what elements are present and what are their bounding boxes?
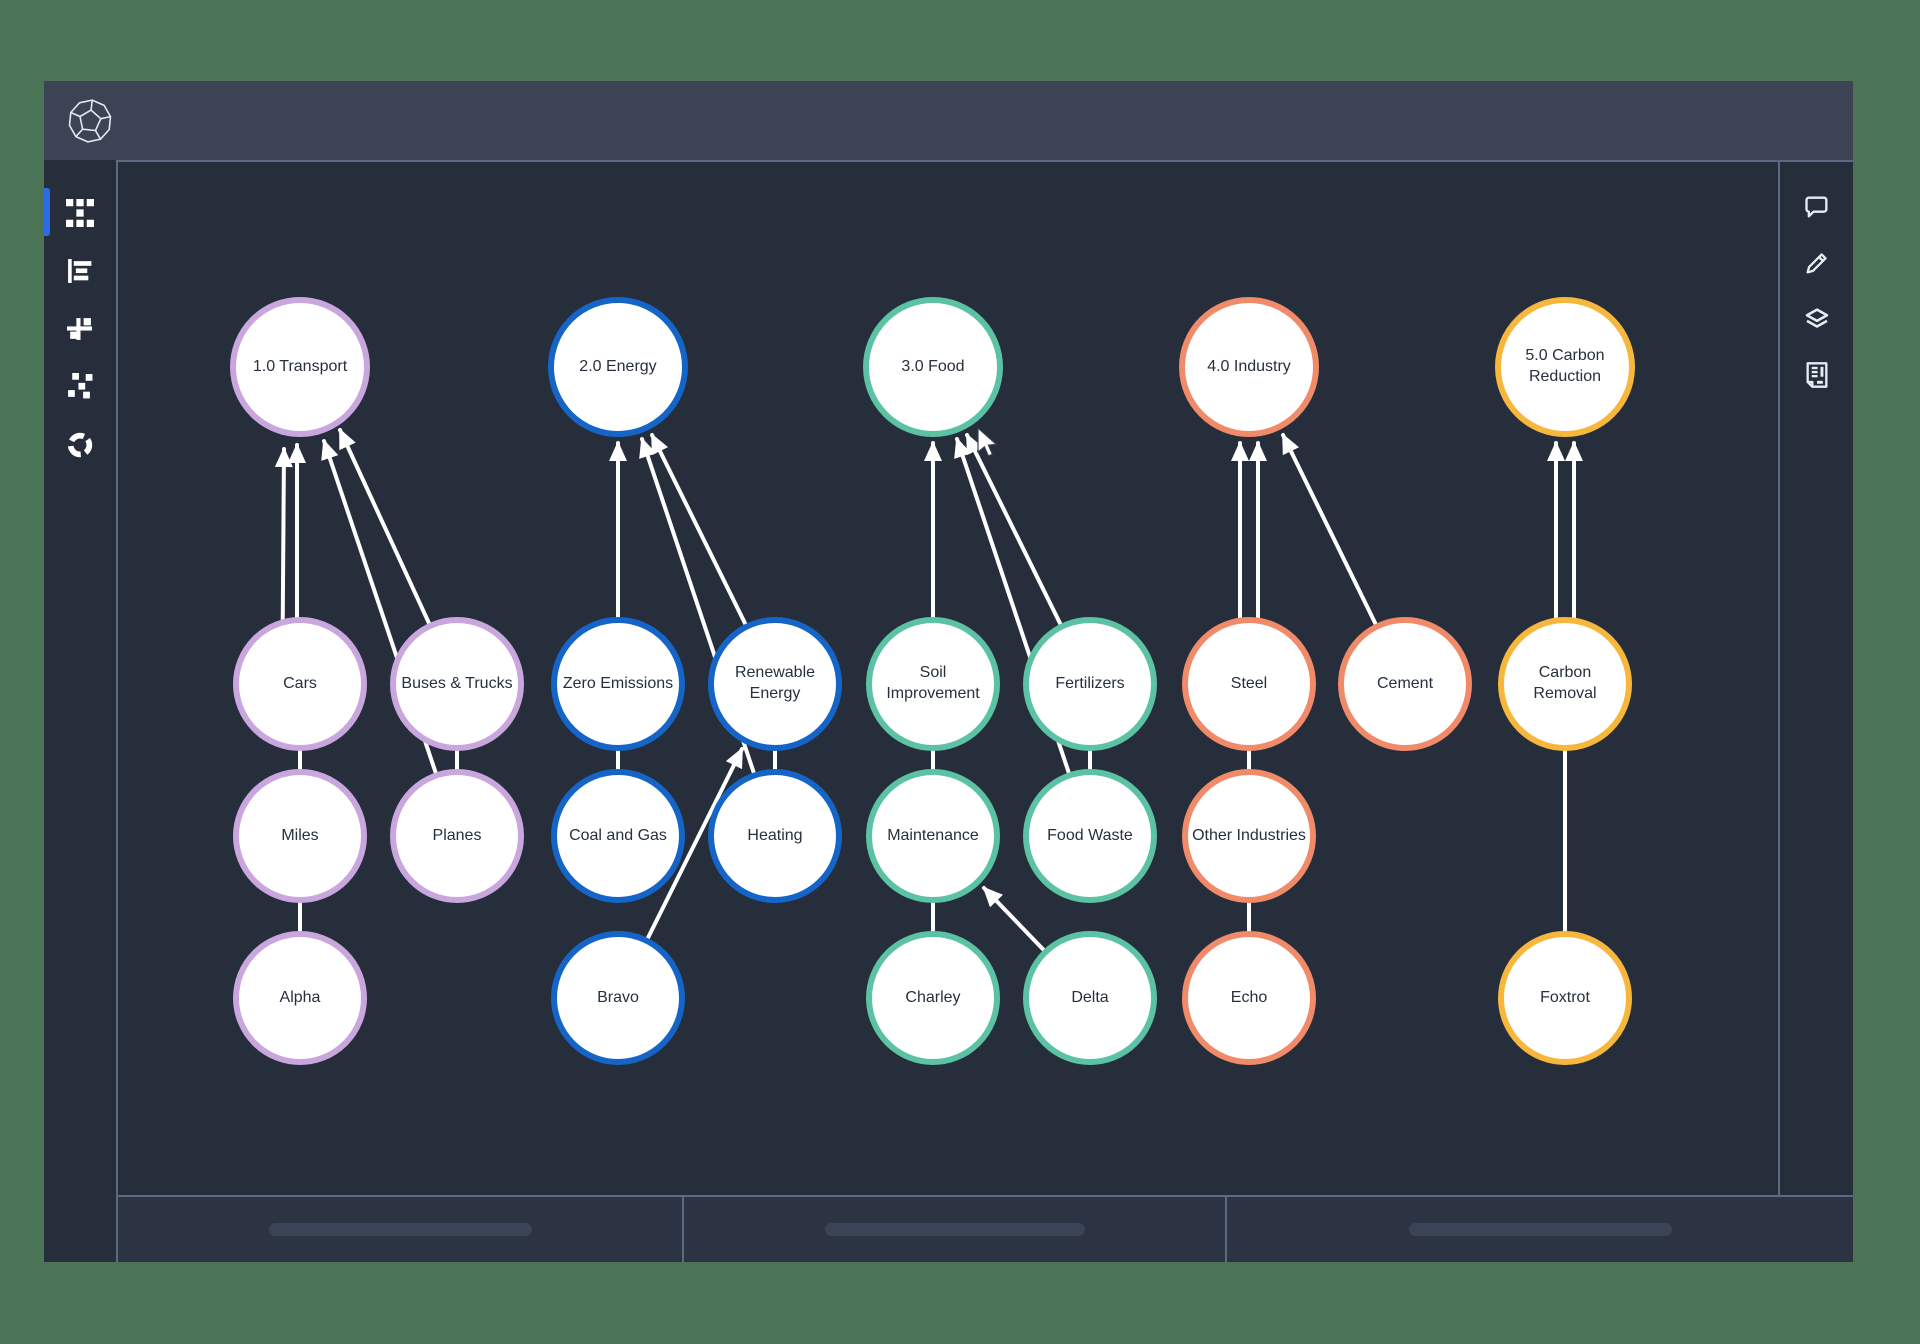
right-toolbar bbox=[1778, 160, 1853, 1197]
node-carbon-reduction[interactable]: 5.0 Carbon Reduction bbox=[1495, 297, 1635, 437]
node-soil-improvement[interactable]: Soil Improvement bbox=[866, 617, 1000, 751]
node-carbon-removal[interactable]: Carbon Removal bbox=[1498, 617, 1632, 751]
footer-panel-1[interactable] bbox=[118, 1197, 682, 1262]
node-food-waste[interactable]: Food Waste bbox=[1023, 769, 1157, 903]
layers-tool[interactable] bbox=[1800, 302, 1834, 336]
edit-tool[interactable] bbox=[1800, 246, 1834, 280]
left-toolbar bbox=[44, 160, 118, 1262]
node-maintenance[interactable]: Maintenance bbox=[866, 769, 1000, 903]
node-cars[interactable]: Cars bbox=[233, 617, 367, 751]
comment-tool[interactable] bbox=[1800, 190, 1834, 224]
node-steel[interactable]: Steel bbox=[1182, 617, 1316, 751]
node-fertilizers[interactable]: Fertilizers bbox=[1023, 617, 1157, 751]
node-transport[interactable]: 1.0 Transport bbox=[230, 297, 370, 437]
footer-panel-2[interactable] bbox=[682, 1197, 1225, 1262]
node-delta[interactable]: Delta bbox=[1023, 931, 1157, 1065]
pencil-icon bbox=[1806, 253, 1827, 274]
crosshair-plus-icon bbox=[67, 318, 92, 340]
app-window: 1.0 Transport 2.0 Energy 3.0 Food 4.0 In… bbox=[44, 81, 1853, 1262]
top-bar bbox=[44, 81, 1853, 160]
node-buses-trucks[interactable]: Buses & Trucks bbox=[390, 617, 524, 751]
report-icon bbox=[1806, 362, 1827, 388]
node-food[interactable]: 3.0 Food bbox=[863, 297, 1003, 437]
footer-strip bbox=[118, 1195, 1853, 1262]
node-zero-emissions[interactable]: Zero Emissions bbox=[551, 617, 685, 751]
footer-skeleton-pill bbox=[824, 1223, 1085, 1236]
footer-skeleton-pill bbox=[1408, 1223, 1672, 1236]
node-bravo[interactable]: Bravo bbox=[551, 931, 685, 1065]
node-heating[interactable]: Heating bbox=[708, 769, 842, 903]
node-other-industries[interactable]: Other Industries bbox=[1182, 769, 1316, 903]
node-renewable-energy[interactable]: Renewable Energy bbox=[708, 617, 842, 751]
scatter-icon bbox=[68, 373, 93, 399]
node-industry[interactable]: 4.0 Industry bbox=[1179, 297, 1319, 437]
dodecahedron-icon[interactable] bbox=[66, 97, 114, 145]
mouse-cursor bbox=[977, 428, 998, 457]
layers-icon bbox=[1805, 308, 1828, 328]
node-cement[interactable]: Cement bbox=[1338, 617, 1472, 751]
tool-segmented-ring[interactable] bbox=[44, 416, 116, 474]
footer-panel-3[interactable] bbox=[1225, 1197, 1853, 1262]
footer-skeleton-pill bbox=[268, 1223, 532, 1236]
node-echo[interactable]: Echo bbox=[1182, 931, 1316, 1065]
node-alpha[interactable]: Alpha bbox=[233, 931, 367, 1065]
graph-canvas[interactable]: 1.0 Transport 2.0 Energy 3.0 Food 4.0 In… bbox=[118, 160, 1778, 1197]
tool-scatter[interactable] bbox=[44, 358, 116, 416]
comment-icon bbox=[1804, 196, 1827, 218]
tool-bar-chart[interactable] bbox=[44, 242, 116, 300]
node-planes[interactable]: Planes bbox=[390, 769, 524, 903]
report-tool[interactable] bbox=[1800, 358, 1834, 392]
node-coal-gas[interactable]: Coal and Gas bbox=[551, 769, 685, 903]
segmented-ring-icon bbox=[67, 432, 93, 458]
tool-grid-nodes[interactable] bbox=[44, 184, 116, 242]
node-miles[interactable]: Miles bbox=[233, 769, 367, 903]
node-charley[interactable]: Charley bbox=[866, 931, 1000, 1065]
grid-nodes-icon bbox=[66, 199, 94, 227]
node-foxtrot[interactable]: Foxtrot bbox=[1498, 931, 1632, 1065]
node-energy[interactable]: 2.0 Energy bbox=[548, 297, 688, 437]
bar-chart-icon bbox=[68, 259, 92, 283]
active-indicator bbox=[44, 188, 50, 236]
tool-crosshair-plus[interactable] bbox=[44, 300, 116, 358]
